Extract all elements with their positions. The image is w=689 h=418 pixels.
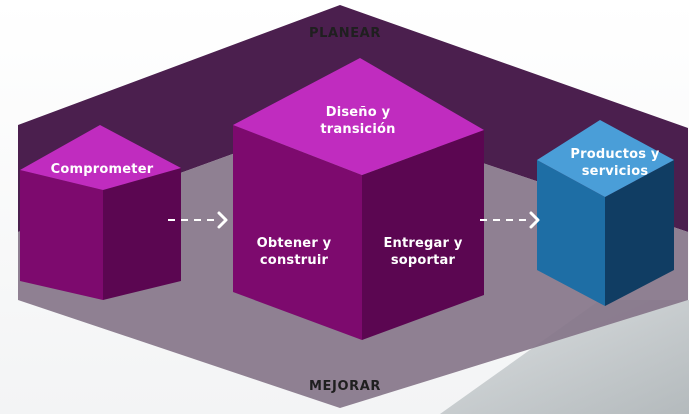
engage-cube-top	[20, 125, 181, 190]
products-cube	[537, 120, 674, 306]
chevron-right-icon	[529, 211, 540, 229]
plan-label: PLANEAR	[309, 26, 381, 41]
shadow-shape	[440, 300, 689, 414]
arrow-engage-to-main	[168, 211, 228, 229]
products-label: Productos y servicios	[570, 147, 660, 179]
engage-cube-left	[20, 170, 103, 300]
main-cube-top	[233, 58, 484, 175]
main-cube-left	[233, 125, 362, 340]
main-cube-right	[362, 130, 484, 340]
arrow-main-to-products	[480, 211, 540, 229]
improve-label: MEJORAR	[309, 379, 381, 394]
products-cube-right	[605, 160, 674, 306]
products-cube-top	[537, 120, 674, 197]
obtain-label: Obtener y construir	[256, 236, 332, 268]
main-cube	[233, 58, 484, 340]
engage-cube	[20, 125, 181, 300]
engage-label: Comprometer	[50, 162, 154, 177]
engage-cube-right	[103, 168, 181, 300]
design-label: Diseño y transición	[320, 105, 396, 137]
products-cube-left	[537, 160, 605, 306]
chevron-right-icon	[217, 211, 228, 229]
deliver-label: Entregar y soportar	[383, 236, 463, 268]
